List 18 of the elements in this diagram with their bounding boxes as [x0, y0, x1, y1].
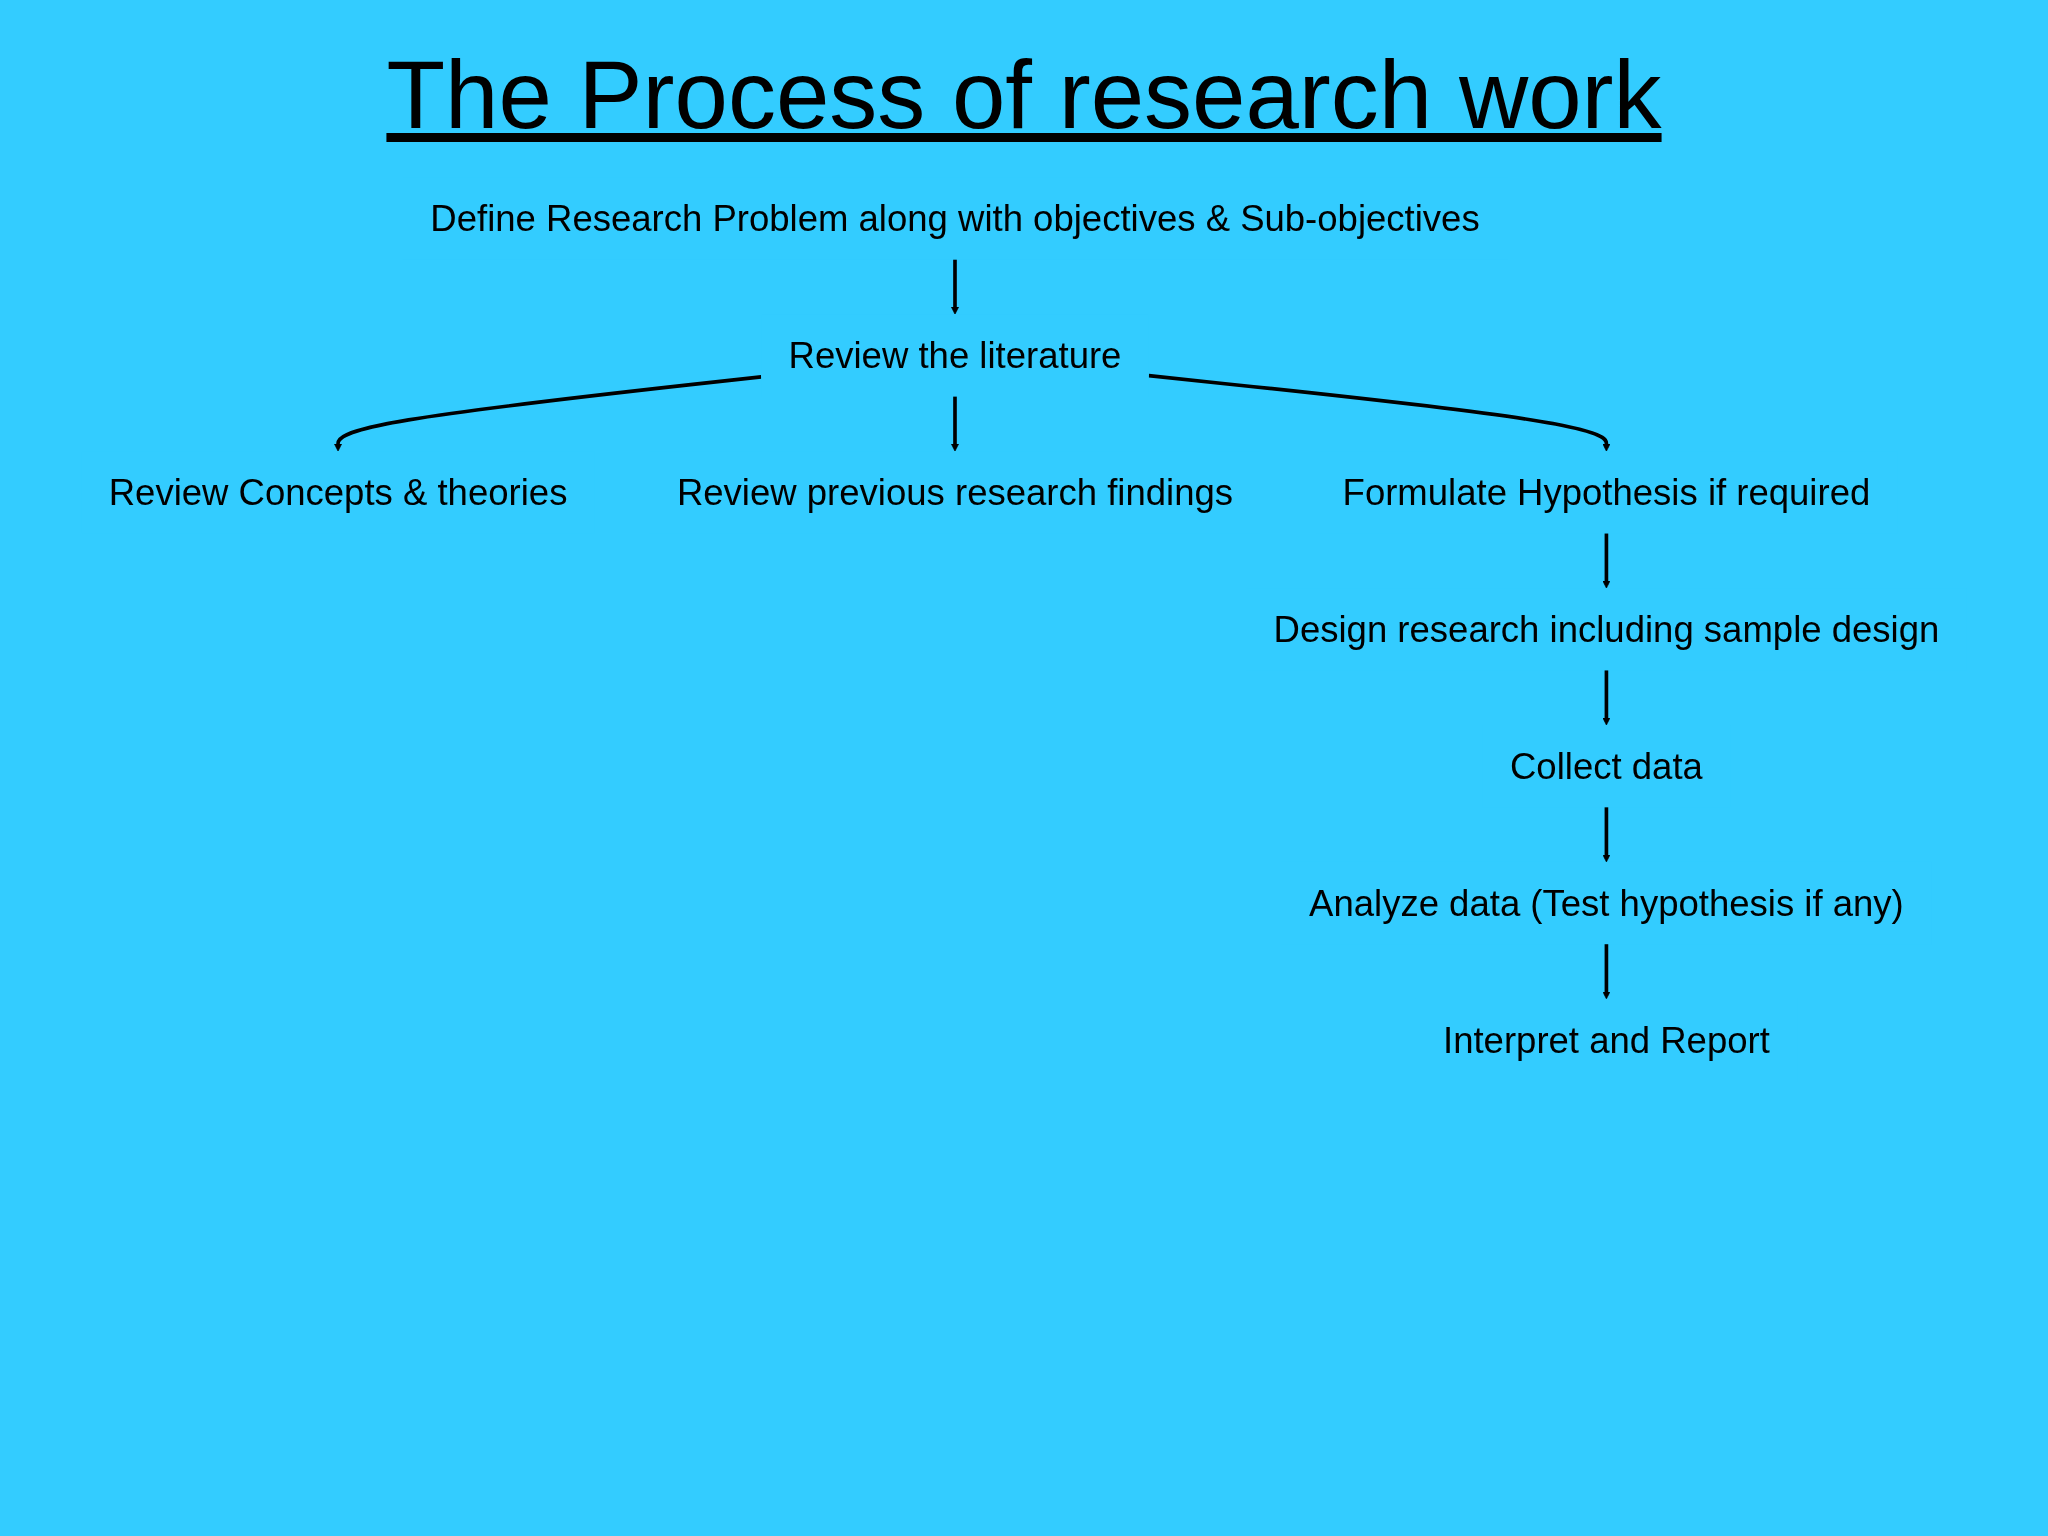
- node-text: Define Research Problem along with objectives & Sub-objectives: [430, 198, 1480, 239]
- node-text: Formulate Hypothesis if required: [1342, 472, 1871, 513]
- arrow: [1602, 807, 1611, 863]
- arrow: [334, 375, 762, 452]
- arrow: [950, 396, 959, 452]
- node-text: Collect data: [1510, 746, 1703, 787]
- node-text: Review previous research findings: [676, 472, 1234, 513]
- node-text: Review Concepts & theories: [108, 472, 568, 513]
- arrow: [1602, 533, 1611, 589]
- arrow: [1148, 373, 1611, 452]
- arrow: [1602, 944, 1611, 1000]
- node-text: Interpret and Report: [1443, 1019, 1770, 1061]
- node-text: Analyze data (Test hypothesis if any): [1309, 882, 1904, 924]
- node-text: Design research including sample design: [1273, 609, 1940, 650]
- arrow: [1602, 670, 1611, 726]
- arrow: [950, 259, 959, 315]
- title: The Process of research work: [386, 40, 1662, 150]
- node-text: Review the literature: [788, 335, 1122, 376]
